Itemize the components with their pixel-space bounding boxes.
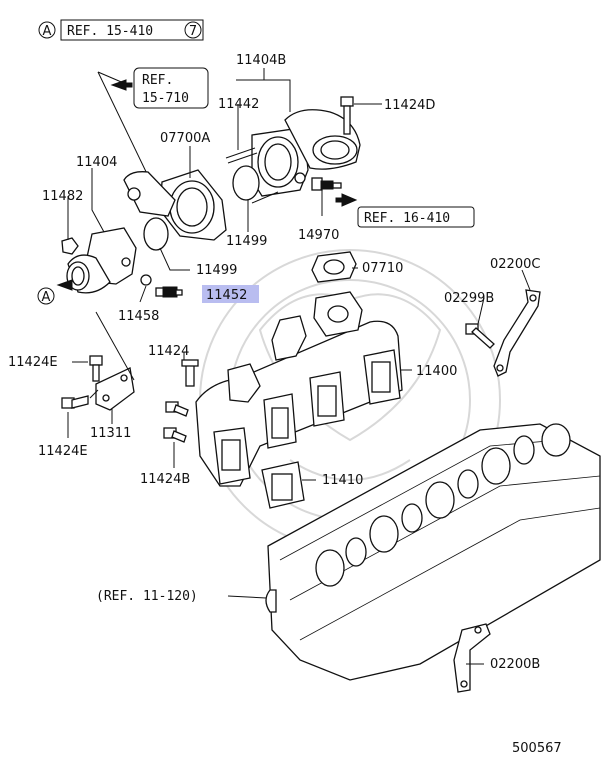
label-02299b[interactable]: 02299B bbox=[444, 291, 494, 306]
diagram-id: 500567 bbox=[512, 741, 562, 756]
bracket-02200b bbox=[453, 623, 491, 693]
gasket-lower bbox=[143, 217, 169, 251]
circle-a-left-label: A bbox=[42, 290, 51, 305]
bolt-11424e-upper bbox=[89, 355, 103, 382]
label-11424[interactable]: 11424 bbox=[148, 344, 189, 359]
bracket-11311 bbox=[95, 367, 135, 411]
label-14970[interactable]: 14970 bbox=[298, 228, 339, 243]
label-11499-lower[interactable]: 11499 bbox=[196, 263, 237, 278]
gasket-upper bbox=[232, 165, 260, 201]
label-11442[interactable]: 11442 bbox=[218, 97, 259, 112]
label-02200b[interactable]: 02200B bbox=[490, 657, 540, 672]
bracket-02200c bbox=[493, 289, 541, 377]
gasket-11410 bbox=[261, 461, 305, 509]
ref-15-710-line2: 15-710 bbox=[142, 91, 189, 106]
water-outlet-fitting bbox=[66, 227, 137, 294]
bolt-11424d bbox=[340, 96, 354, 135]
label-11424d[interactable]: 11424D bbox=[384, 98, 435, 113]
ref-a-top[interactable]: A REF. 15-410 7 bbox=[38, 19, 204, 41]
bolt-11424 bbox=[181, 359, 199, 387]
label-11458[interactable]: 11458 bbox=[118, 309, 159, 324]
ref-16-410-label: REF. 16-410 bbox=[364, 211, 450, 226]
label-11482[interactable]: 11482 bbox=[42, 189, 83, 204]
gasket-07710 bbox=[311, 251, 357, 283]
label-11424b[interactable]: 11424B bbox=[140, 472, 190, 487]
label-11452[interactable]: 11452 bbox=[206, 288, 247, 303]
thermostat-housing-middle bbox=[123, 169, 227, 241]
ref-15-410-label: REF. 15-410 bbox=[67, 24, 153, 39]
washer-11458 bbox=[140, 274, 152, 286]
ref-a-left[interactable]: A bbox=[37, 279, 73, 305]
arrow-left-icon bbox=[56, 279, 73, 291]
ref-15-710-line1: REF. bbox=[142, 73, 173, 88]
bolt-11424b-upper bbox=[165, 401, 189, 417]
circled-seven-label: 7 bbox=[189, 24, 197, 39]
label-11404[interactable]: 11404 bbox=[76, 155, 117, 170]
label-11404b[interactable]: 11404B bbox=[236, 53, 286, 68]
label-07700a[interactable]: 07700A bbox=[160, 131, 210, 146]
nut-11482 bbox=[61, 237, 79, 255]
highlight-11452 bbox=[202, 285, 259, 303]
leader-lines bbox=[67, 68, 531, 665]
sensor-11452 bbox=[155, 286, 183, 298]
ref-16-410-box[interactable]: REF. 16-410 bbox=[335, 193, 475, 228]
circle-a-label: A bbox=[43, 24, 52, 39]
cylinder-head bbox=[265, 423, 601, 681]
label-ref-11-120[interactable]: (REF. 11-120) bbox=[96, 589, 198, 604]
label-07710[interactable]: 07710 bbox=[362, 261, 403, 276]
label-11410[interactable]: 11410 bbox=[322, 473, 363, 488]
bolt-11424b-lower bbox=[163, 427, 187, 443]
label-11311[interactable]: 11311 bbox=[90, 426, 131, 441]
sensor-14970 bbox=[311, 177, 342, 191]
ref-15-710-box[interactable]: REF. 15-710 bbox=[110, 67, 209, 109]
bolt-02299b bbox=[465, 323, 495, 349]
label-11400[interactable]: 11400 bbox=[416, 364, 457, 379]
label-11424e-upper[interactable]: 11424E bbox=[8, 355, 58, 370]
label-11424e-lower[interactable]: 11424E bbox=[38, 444, 88, 459]
part-labels: 11404B 11442 11424D 07700A 11404 11482 1… bbox=[8, 53, 540, 672]
label-11499-upper[interactable]: 11499 bbox=[226, 234, 267, 249]
manifold-11400 bbox=[195, 291, 403, 487]
label-02200c[interactable]: 02200C bbox=[490, 257, 540, 272]
bolt-11424e-lower bbox=[61, 395, 89, 409]
